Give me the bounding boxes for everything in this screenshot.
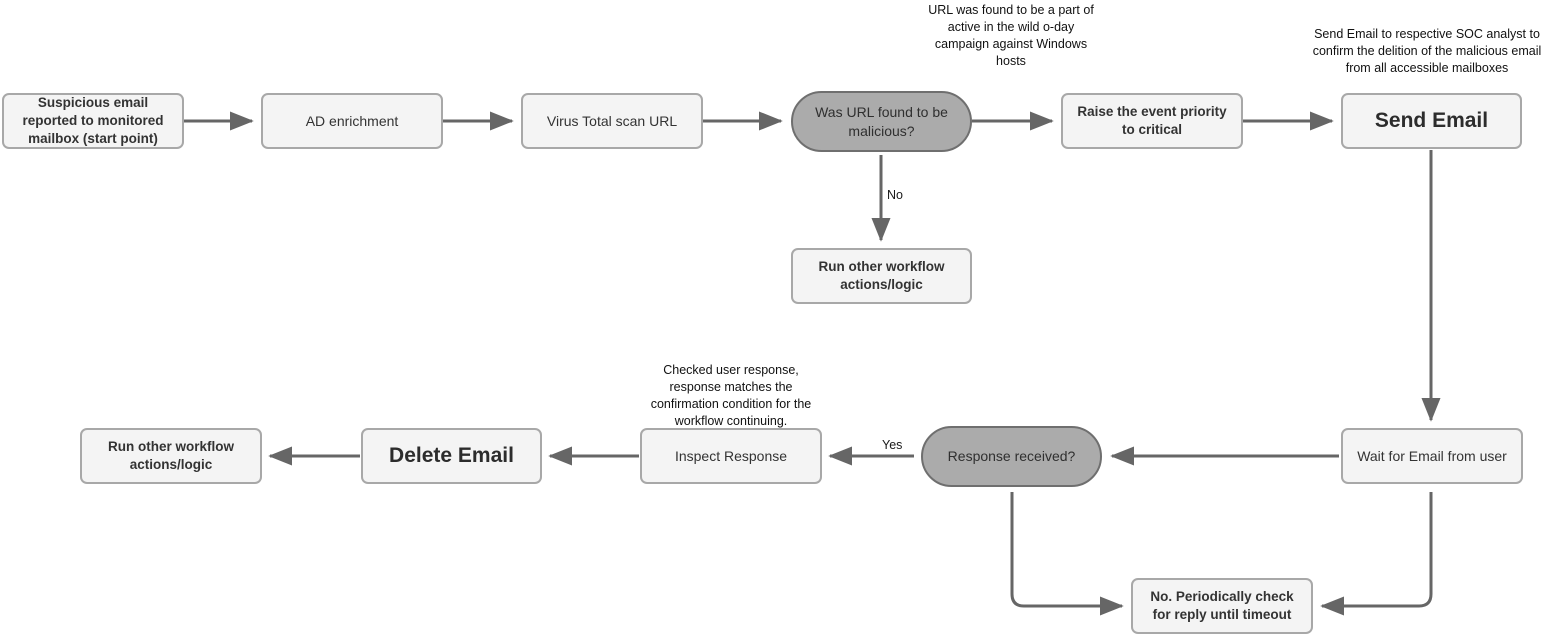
edge-label-yes: Yes bbox=[882, 438, 903, 452]
node-decision-response-received[interactable]: Response received? bbox=[921, 426, 1102, 487]
annotation-url-finding: URL was found to be a part of active in … bbox=[928, 3, 1094, 68]
node-decision-url-malicious[interactable]: Was URL found to be malicious? bbox=[791, 91, 972, 152]
node-delete-email-label: Delete Email bbox=[389, 444, 514, 468]
node-run-other-workflow-top[interactable]: Run other workflow actions/logic bbox=[791, 248, 972, 304]
edge-label-no: No bbox=[887, 188, 903, 202]
node-start-label: Suspicious email reported to monitored m… bbox=[22, 95, 164, 146]
node-ad-enrichment-label: AD enrichment bbox=[305, 112, 399, 129]
node-raise-priority-label: Raise the event priority to critical bbox=[1077, 104, 1227, 137]
node-virus-total-scan[interactable]: Virus Total scan URL bbox=[521, 93, 703, 149]
edge-wait-to-periodic bbox=[1320, 492, 1433, 616]
node-wait-for-email[interactable]: Wait for Email from user bbox=[1341, 428, 1523, 484]
annotation-send-email-note: Send Email to respective SOC analyst to … bbox=[1312, 27, 1542, 75]
node-inspect-response-label: Inspect Response bbox=[674, 447, 788, 464]
node-inspect-response[interactable]: Inspect Response bbox=[640, 428, 822, 484]
node-ad-enrichment[interactable]: AD enrichment bbox=[261, 93, 443, 149]
node-delete-email[interactable]: Delete Email bbox=[361, 428, 542, 484]
node-send-email[interactable]: Send Email bbox=[1341, 93, 1522, 149]
node-run-other-workflow-top-label: Run other workflow actions/logic bbox=[818, 259, 945, 292]
node-periodic-check[interactable]: No. Periodically check for reply until t… bbox=[1131, 578, 1313, 634]
node-start[interactable]: Suspicious email reported to monitored m… bbox=[2, 93, 184, 149]
node-decision-response-received-label: Response received? bbox=[947, 448, 1076, 465]
node-periodic-check-label: No. Periodically check for reply until t… bbox=[1150, 589, 1294, 622]
node-run-other-workflow-bottom-label: Run other workflow actions/logic bbox=[108, 439, 234, 472]
node-wait-for-email-label: Wait for Email from user bbox=[1357, 447, 1507, 464]
annotation-response-note: Checked user response, response matches … bbox=[650, 363, 812, 428]
node-send-email-label: Send Email bbox=[1374, 109, 1489, 133]
node-run-other-workflow-bottom[interactable]: Run other workflow actions/logic bbox=[80, 428, 262, 484]
node-decision-url-malicious-label: Was URL found to be malicious? bbox=[815, 104, 948, 139]
node-raise-priority[interactable]: Raise the event priority to critical bbox=[1061, 93, 1243, 149]
edge-decision-response-no-to-periodic bbox=[1010, 492, 1124, 616]
node-virus-total-scan-label: Virus Total scan URL bbox=[546, 112, 678, 129]
